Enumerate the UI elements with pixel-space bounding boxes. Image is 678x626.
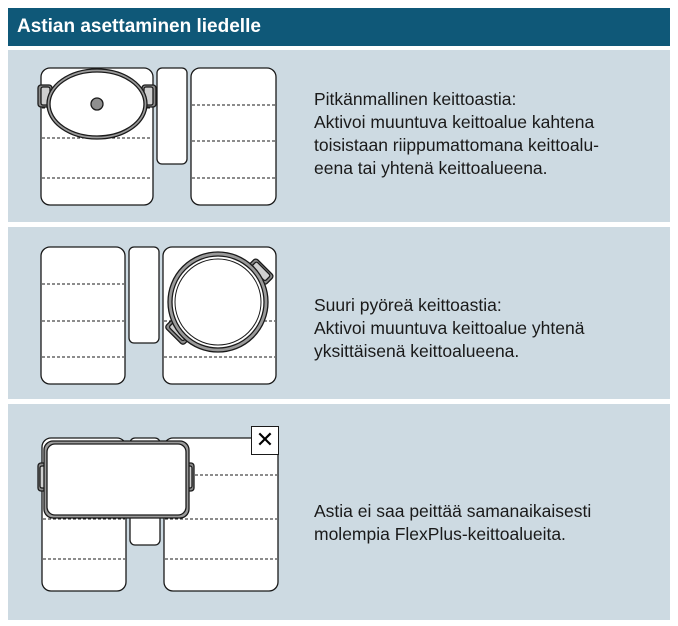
oval-pot	[37, 68, 157, 140]
hob-illustration-round-pot	[40, 246, 277, 385]
wrong-mark-glyph: ✕	[255, 428, 275, 453]
description-line: yksittäisenä keittoalueena.	[314, 341, 520, 361]
section-header: Astian asettaminen liedelle	[8, 8, 670, 46]
description-line: Pitkänmallinen keittoastia:	[314, 89, 517, 109]
row-description: Astia ei saa peittää samanaikaisesti mol…	[314, 500, 664, 546]
description-line: Aktivoi muuntuva keittoalue yhtenä	[314, 318, 585, 338]
description-line: Astia ei saa peittää samanaikaisesti	[314, 501, 592, 521]
rectangular-pan	[37, 440, 195, 519]
section-title: Astian asettaminen liedelle	[17, 16, 261, 37]
round-pot	[165, 251, 274, 353]
description-line: Suuri pyöreä keittoastia:	[314, 295, 502, 315]
description-line: Aktivoi muuntuva keittoalue kahtena	[314, 112, 595, 132]
placement-row-oval: Pitkänmallinen keittoastia: Aktivoi muun…	[8, 50, 670, 222]
small-zone	[128, 246, 160, 344]
right-flex-zone	[190, 67, 277, 206]
row-description: Suuri pyöreä keittoastia: Aktivoi muuntu…	[314, 294, 664, 363]
row-description: Pitkänmallinen keittoastia: Aktivoi muun…	[314, 88, 664, 180]
wrong-mark-icon: ✕	[251, 426, 279, 455]
placement-row-round: Suuri pyöreä keittoastia: Aktivoi muuntu…	[8, 227, 670, 399]
description-line: eena tai yhtenä keittoalueena.	[314, 158, 548, 178]
placement-row-wrong: ✕ Astia ei saa peittää samanaikaisesti m…	[8, 404, 670, 620]
hob-illustration-oval-pot	[37, 67, 277, 206]
description-line: toisistaan riippumattomana keittoalu-	[314, 135, 600, 155]
description-line: molempia FlexPlus-keittoalueita.	[314, 524, 566, 544]
hob-illustration-wrong-placement	[37, 437, 279, 592]
small-zone	[156, 67, 188, 165]
left-flex-zone	[40, 246, 126, 385]
